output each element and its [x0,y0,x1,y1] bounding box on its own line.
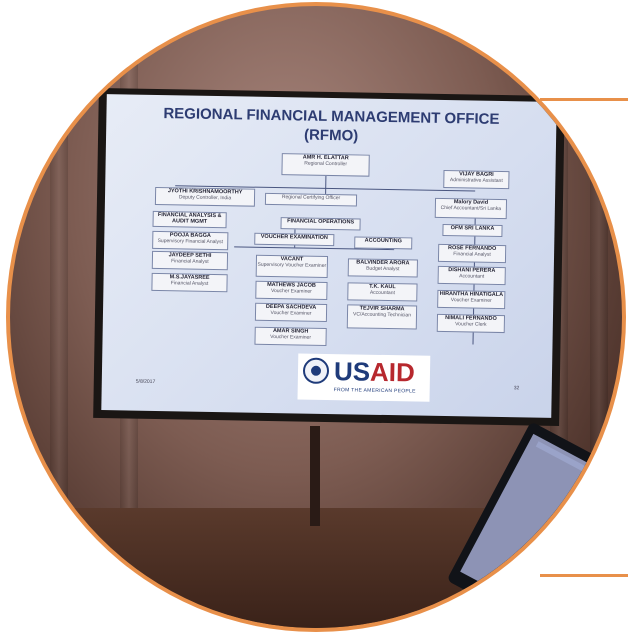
org-box-name: FINANCIAL OPERATIONS [287,218,355,226]
org-box-tejvir: TEJVIR SHARMA VC/Accounting Technician [346,304,418,330]
org-box-sri-lanka: OFM SRI LANKA [442,223,503,238]
org-box-analysis: FINANCIAL ANALYSIS & AUDIT MGMT [152,210,227,229]
org-box-operations: FINANCIAL OPERATIONS [280,217,361,231]
org-box-title: Regional Certifying Officer [281,194,341,202]
org-box-voucher-exam: VOUCHER EXAMINATION [254,232,335,247]
org-box-accounting: ACCOUNTING [354,236,413,250]
org-box-title: Budget Analyst [366,265,400,273]
org-box-malory: Malory David Chief Accountant/Sri Lanka [434,197,508,220]
org-box-deepa: DEEPA SACHDEVA Voucher Examiner [254,302,328,322]
org-box-name: ACCOUNTING [364,237,402,245]
usaid-logo-us: US [333,356,371,387]
org-box-title: Accountant [459,273,485,280]
org-box-admin: VIJAY BAGRI Administrative Assistant [443,169,510,190]
org-box-title: Accountant [369,289,395,297]
usaid-tagline: FROM THE AMERICAN PEOPLE [333,387,416,395]
conference-photo: REGIONAL FINANCIAL MANAGEMENT OFFICE (RF… [6,2,626,632]
org-box-jayasree: M.S.JAYASREE Financial Analyst [151,272,228,293]
org-box-name: OFM SRI LANKA [450,225,495,232]
projection-screen: REGIONAL FINANCIAL MANAGEMENT OFFICE (RF… [93,87,565,427]
org-box-balvinder: BALVINDER ARORA Budget Analyst [347,258,418,278]
org-box-title: VC/Accounting Technician [352,311,412,319]
usaid-logo: US AID FROM THE AMERICAN PEOPLE [297,353,431,402]
org-box-title: Voucher Examiner [270,309,312,317]
org-box-title: Voucher Examiner [450,297,492,304]
org-box-title: Supervisory Financial Analyst [157,238,223,246]
org-box-title: Voucher Clerk [455,321,487,328]
org-box-dishani: DISHANI PERERA Accountant [437,265,506,286]
curtain-fold [50,6,68,628]
org-box-name: FINANCIAL ANALYSIS & AUDIT MGMT [157,212,222,225]
org-box-title: Regional Controller [304,160,348,168]
org-box-title: Financial Analyst [170,280,209,287]
org-box-jaydeep: JAYDEEP SETHI Financial Analyst [151,250,229,271]
org-box-certifying: Regional Certifying Officer [264,192,358,207]
org-box-title: Supervisory Voucher Examiner [257,261,327,269]
screen-stand [310,426,320,526]
org-box-pooja: POOJA BAGGA Supervisory Financial Analys… [152,230,229,251]
accent-line-top [540,98,628,101]
org-box-hirantha: HIRANTHA HINATIGALA Voucher Examiner [437,289,506,310]
org-box-deputy: JYOTHI KRISHNAMOORTHY Deputy Controller,… [154,186,256,207]
org-box-controller: AMR H. ELATTAR Regional Controller [281,153,370,177]
org-box-title: Administrative Assistant [449,177,503,185]
usaid-logo-aid: AID [369,356,416,388]
slide: REGIONAL FINANCIAL MANAGEMENT OFFICE (RF… [101,94,557,418]
slide-date: 5/8/2017 [135,378,156,385]
org-box-vacant: VACANT Supervisory Voucher Examiner [255,254,329,278]
org-box-title: Chief Accountant/Sri Lanka [440,204,502,212]
org-box-name: VOUCHER EXAMINATION [260,233,328,241]
org-box-amar: AMAR SINGH Voucher Examiner [254,326,327,346]
slide-page-number: 32 [513,385,520,392]
org-box-mathews: MATHEWS JACOB Voucher Examiner [255,280,328,300]
org-box-title: Financial Analyst [171,258,209,265]
usaid-seal-icon [302,357,330,385]
org-box-tk: T.K. KAUL Accountant [347,282,418,302]
org-box-title: Voucher Examiner [270,287,312,295]
org-box-title: Voucher Examiner [270,333,312,341]
org-box-rose: ROSE FERNANDO Financial Analyst [437,243,507,264]
org-box-nimali: NIMALI FERNANDO Voucher Clerk [436,313,506,334]
org-box-title: Financial Analyst [453,251,491,258]
